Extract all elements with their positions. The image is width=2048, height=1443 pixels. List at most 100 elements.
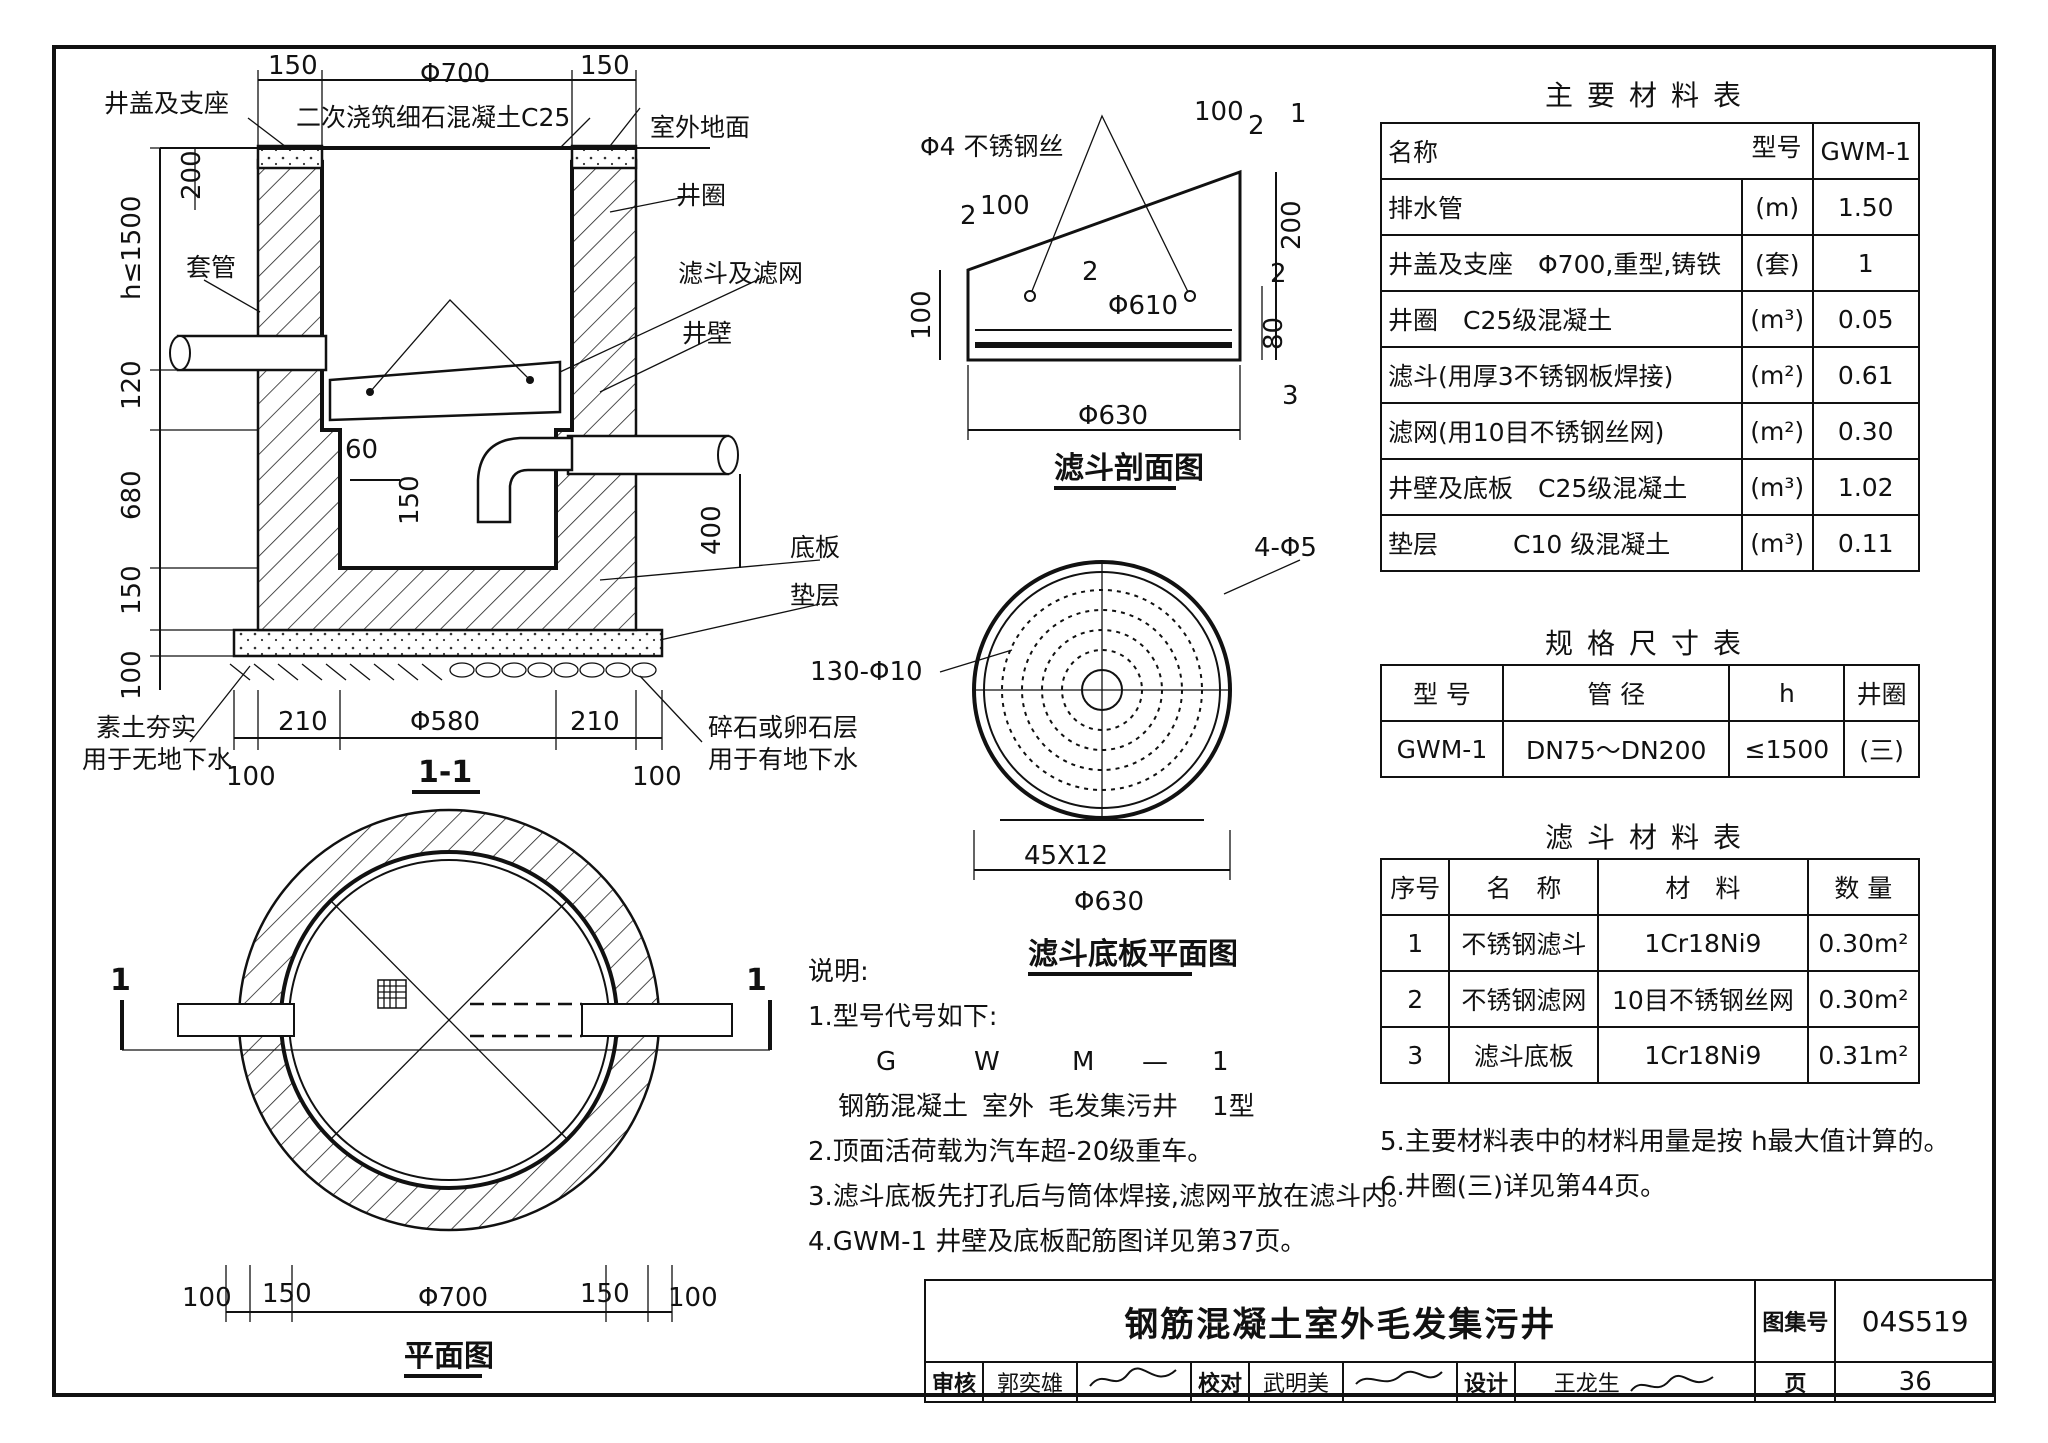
- table-row: 型 号 管 径 h 井圈: [1380, 664, 1920, 722]
- header-value: GWM-1: [1811, 122, 1921, 180]
- plan-inlet-pipe: [177, 1003, 295, 1037]
- table-cell: (m): [1741, 178, 1814, 236]
- code-w: W: [974, 1047, 1000, 1077]
- outlet-pipe: [566, 434, 730, 476]
- table-cell: 1Cr18Ni9: [1597, 1026, 1809, 1084]
- label-sleeve: 套管: [186, 253, 236, 282]
- table-cell: 名 称: [1448, 858, 1600, 916]
- code-g: G: [876, 1047, 897, 1077]
- table-cell: 滤斗(用厚3不锈钢板焊接): [1380, 346, 1743, 404]
- table-cell: GWM-1: [1380, 720, 1504, 778]
- cushion-layer: [232, 628, 664, 658]
- table-cell: 0.30: [1811, 402, 1921, 460]
- table-cell: h: [1728, 664, 1846, 722]
- filter-materials-caption: 滤斗材料表: [1544, 821, 1755, 854]
- table-cell: 垫层 C10 级混凝土: [1380, 514, 1743, 572]
- funnel-section-view: Φ4 不锈钢丝 100 2 1 2 100 2 Φ610 200 2 100 8…: [907, 97, 1307, 490]
- funnel-base-title: 滤斗底板平面图: [1028, 937, 1238, 972]
- reviewer-signature: [1076, 1361, 1192, 1403]
- note-3: 3.滤斗底板先打孔后与筒体焊接,滤网平放在滤斗内。: [808, 1182, 1414, 1212]
- design-label: 设计: [1456, 1361, 1516, 1403]
- table-row: 井圈 C25级混凝土(m³)0.05: [1380, 290, 1921, 348]
- checker: 武明美: [1248, 1361, 1344, 1403]
- note-5: 5.主要材料表中的材料用量是按 h最大值计算的。: [1380, 1127, 1950, 1157]
- funnel-label-2d: 2: [1270, 259, 1287, 289]
- funnel-label-1: 1: [1290, 99, 1307, 129]
- label-soil-2: 用于无地下水: [82, 745, 232, 774]
- table-cell: (三): [1843, 720, 1920, 778]
- meaning-1: 钢筋混凝土: [838, 1092, 969, 1122]
- dim-bottom-left: 210: [278, 707, 328, 737]
- section-title: 1-1: [418, 755, 472, 790]
- reviewer: 郭奕雄: [982, 1361, 1078, 1403]
- dim-top-right: 150: [580, 51, 630, 81]
- spec-caption: 规格尺寸表: [1544, 627, 1755, 660]
- cut-mark-right: 1: [746, 963, 767, 998]
- label-concrete: 二次浇筑细石混凝土C25: [296, 103, 570, 132]
- table-cell: (m²): [1741, 346, 1814, 404]
- label-wall: 井壁: [682, 319, 732, 348]
- table-cell: (m²): [1741, 402, 1814, 460]
- table-cell: 0.61: [1811, 346, 1921, 404]
- funnel-dim-630: Φ630: [1078, 401, 1148, 431]
- plan-title: 平面图: [404, 1339, 494, 1374]
- table-cell: 井壁及底板 C25级混凝土: [1380, 458, 1743, 516]
- table-cell: 1.50: [1811, 178, 1921, 236]
- funnel-body: [966, 169, 1242, 362]
- table-cell: (套): [1741, 234, 1814, 292]
- table-cell: 管 径: [1501, 664, 1731, 722]
- table-cell: 滤斗底板: [1448, 1026, 1600, 1084]
- table-row: 滤斗(用厚3不锈钢板焊接)(m²)0.61: [1380, 346, 1921, 404]
- table-cell: 型 号: [1380, 664, 1504, 722]
- table-cell: 滤网(用10目不锈钢丝网): [1380, 402, 1743, 460]
- table-row: 滤网(用10目不锈钢丝网)(m²)0.30: [1380, 402, 1921, 460]
- label-cushion: 垫层: [790, 581, 840, 610]
- funnel-label-3: 3: [1282, 381, 1299, 411]
- base-label-holes: 4-Φ5: [1254, 533, 1317, 563]
- spec-table: 型 号 管 径 h 井圈 GWM-1 DN75～DN200 ≤1500 (三): [1380, 664, 1920, 778]
- plan-dim-2: 150: [262, 1279, 312, 1309]
- inlet-pipe: [176, 334, 328, 372]
- dim-200: 200: [177, 150, 207, 200]
- atlas-number: 04S519: [1834, 1279, 1996, 1363]
- funnel-label-2b: 2: [960, 201, 977, 231]
- plan-view: 1 1 100 150 Φ700 150 100 平面图: [110, 808, 772, 1378]
- funnel-base-view: 4-Φ5 130-Φ10 45X12 Φ630 滤斗底板平面图: [810, 533, 1317, 976]
- funnel-label-wire: Φ4 不锈钢丝: [920, 132, 1064, 161]
- table-cell: 材 料: [1597, 858, 1809, 916]
- base-label-small-holes: 130-Φ10: [810, 657, 923, 687]
- code-dash: —: [1142, 1047, 1168, 1077]
- meaning-4: 1型: [1212, 1092, 1255, 1122]
- main-materials-caption: 主要材料表: [1544, 79, 1755, 112]
- sign-row: 审核 郭奕雄 校对 武明美 设计 王龙生 页 36: [924, 1361, 1996, 1403]
- plan-dim-3: Φ700: [418, 1283, 488, 1313]
- cut-mark-left: 1: [110, 963, 131, 998]
- base-dim-630: Φ630: [1074, 887, 1144, 917]
- checker-signature: [1342, 1361, 1458, 1403]
- header-model: 型号: [1751, 133, 1802, 162]
- filter-funnel: [328, 360, 562, 422]
- table-cell: 不锈钢滤斗: [1448, 914, 1600, 972]
- note-6: 6.井圈(三)详见第44页。: [1380, 1172, 1667, 1202]
- funnel-section-title: 滤斗剖面图: [1054, 451, 1204, 486]
- section-view: 150 Φ700 150 h≤1500 200 120 680 150 100 …: [82, 51, 858, 794]
- check-label: 校对: [1190, 1361, 1250, 1403]
- base-dim-45x12: 45X12: [1024, 841, 1108, 871]
- meaning-3: 毛发集污井: [1048, 1092, 1179, 1122]
- dim-120: 120: [117, 360, 147, 410]
- plan-dim-4: 150: [580, 1279, 630, 1309]
- table-cell: 1.02: [1811, 458, 1921, 516]
- main-materials-table: 名称 型号 GWM-1 排水管(m)1.50 井盖及支座 Φ700,重型,铸铁(…: [1380, 122, 1921, 572]
- notes-heading: 说明:: [808, 957, 869, 987]
- table-row: 名称 型号 GWM-1: [1380, 122, 1921, 180]
- label-stone-2: 用于有地下水: [708, 745, 858, 774]
- designer-cell: 王龙生: [1513, 1361, 1757, 1403]
- dim-top-center: Φ700: [420, 59, 490, 89]
- label-soil-1: 素土夯实: [96, 713, 196, 742]
- funnel-dim-100-side: 100: [907, 290, 937, 340]
- note-2: 2.顶面活荷载为汽车超-20级重车。: [808, 1137, 1214, 1167]
- notes-right: 5.主要材料表中的材料用量是按 h最大值计算的。 6.井圈(三)详见第44页。: [1380, 1120, 1950, 1210]
- dim-bottom-right: 210: [570, 707, 620, 737]
